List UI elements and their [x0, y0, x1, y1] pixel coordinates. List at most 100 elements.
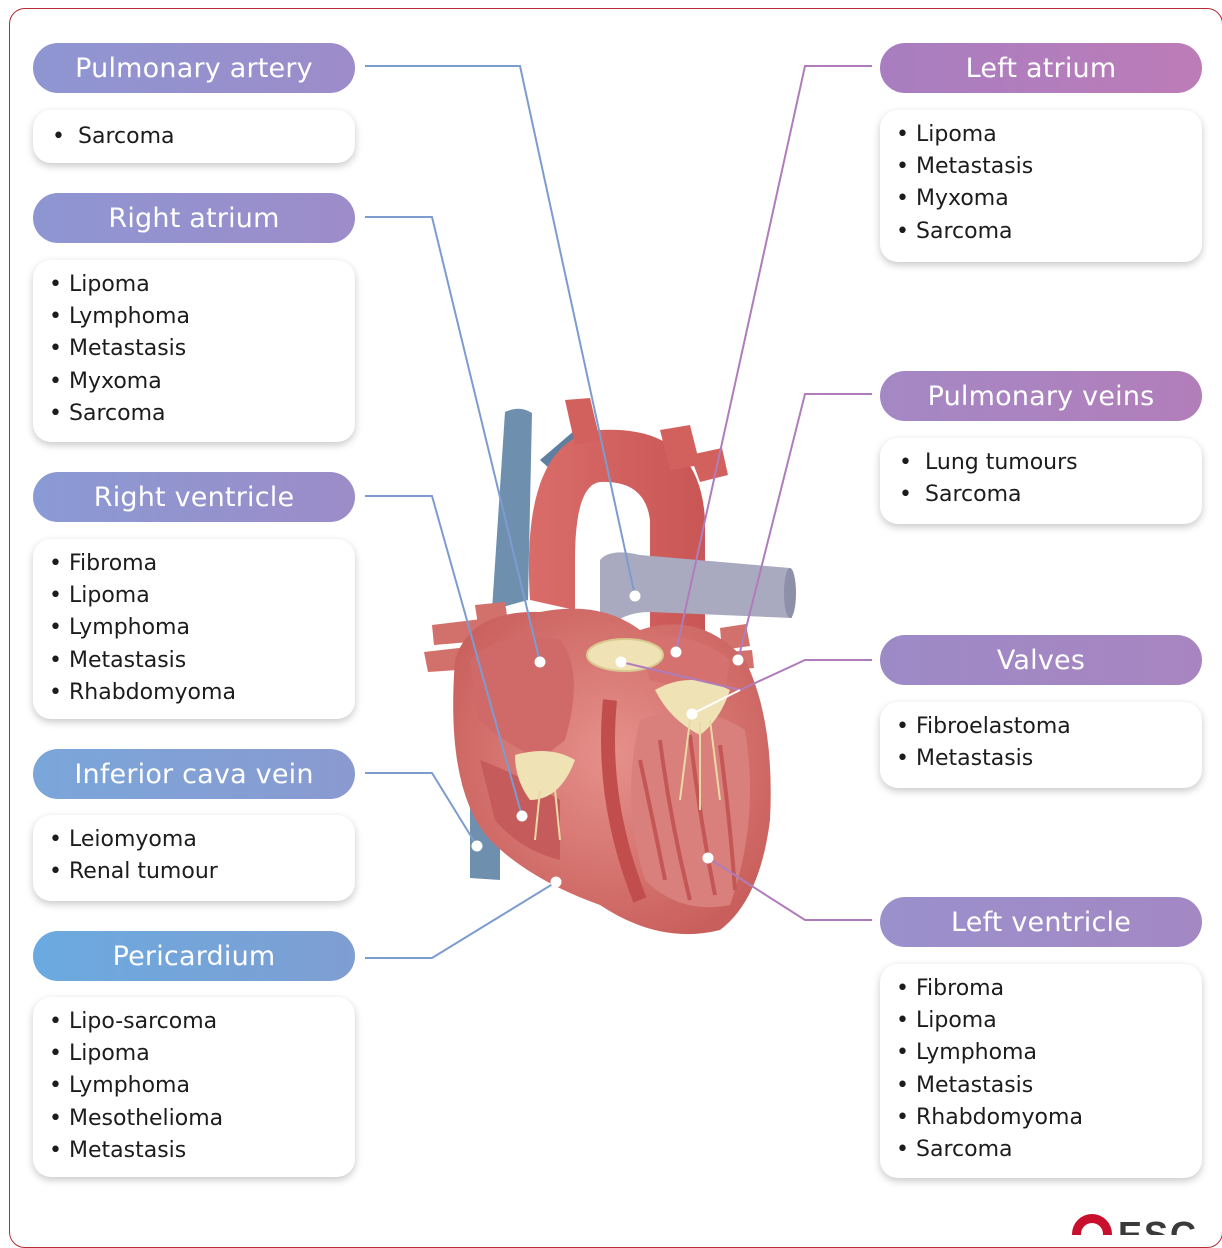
list-right-ventricle: •Fibroma•Lipoma•Lymphoma•Metastasis•Rhab…: [49, 548, 355, 709]
pill-pericardium: Pericardium: [33, 931, 355, 981]
tumour-list-item: •Fibroma: [896, 973, 1202, 1005]
left-atrium-title: Left atrium: [966, 53, 1117, 84]
tumour-list-item: •Metastasis: [896, 1070, 1202, 1102]
tumour-name: Fibroelastoma: [916, 714, 1071, 739]
tumour-name: Lipoma: [69, 583, 150, 608]
tumour-list-item: •Metastasis: [896, 151, 1202, 183]
dot-left-ventricle: [703, 853, 713, 863]
dot-right-atrium: [535, 657, 545, 667]
leader-pulmonary-veins: [738, 394, 872, 660]
leader-pericardium: [365, 882, 556, 958]
tumour-list-item: •Sarcoma: [896, 216, 1202, 248]
tumour-name: Fibroma: [916, 976, 1004, 1001]
list-pulmonary-artery: •Sarcoma: [52, 121, 355, 153]
bullet-icon: •: [49, 1006, 69, 1038]
tumour-list-item: •Mesothelioma: [49, 1103, 355, 1135]
list-right-atrium: •Lipoma•Lymphoma•Metastasis•Myxoma•Sarco…: [49, 269, 355, 430]
bullet-icon: •: [49, 301, 69, 333]
tumour-list-item: •Lipoma: [896, 119, 1202, 151]
dot-left-atrium: [671, 647, 681, 657]
bullet-icon: •: [49, 856, 69, 888]
tumour-name: Metastasis: [916, 746, 1033, 771]
tumour-name: Sarcoma: [916, 219, 1012, 244]
tumour-name: Metastasis: [916, 1073, 1033, 1098]
tumour-list-item: •Metastasis: [49, 1135, 355, 1167]
list-pulmonary-veins: •Lung tumours•Sarcoma: [899, 447, 1202, 511]
tumour-name: Sarcoma: [925, 482, 1021, 507]
tumour-list-item: •Sarcoma: [896, 1134, 1202, 1166]
bullet-icon: •: [896, 743, 916, 775]
bullet-icon: •: [896, 1070, 916, 1102]
bullet-icon: •: [49, 269, 69, 301]
bullet-icon: •: [49, 677, 69, 709]
dot-right-ventricle: [517, 811, 527, 821]
tumour-list-item: •Lung tumours: [899, 447, 1202, 479]
dot-pulmonary-artery: [630, 591, 640, 601]
bullet-icon: •: [896, 1102, 916, 1134]
card-right-ventricle: •Fibroma•Lipoma•Lymphoma•Metastasis•Rhab…: [33, 539, 355, 719]
tumour-list-item: •Lipoma: [896, 1005, 1202, 1037]
tumour-list-item: •Rhabdomyoma: [49, 677, 355, 709]
card-pulmonary-veins: •Lung tumours•Sarcoma: [880, 438, 1202, 524]
bullet-icon: •: [49, 398, 69, 430]
dot-pulmonary-veins: [733, 655, 743, 665]
esc-logo-text: ESC: [1118, 1214, 1198, 1235]
bullet-icon: •: [899, 479, 925, 511]
bullet-icon: •: [896, 711, 916, 743]
list-valves: •Fibroelastoma•Metastasis: [896, 711, 1202, 775]
left-ventricle-title: Left ventricle: [951, 907, 1131, 938]
bullet-icon: •: [896, 973, 916, 1005]
tumour-name: Renal tumour: [69, 859, 218, 884]
list-left-ventricle: •Fibroma•Lipoma•Lymphoma•Metastasis•Rhab…: [896, 973, 1202, 1166]
pill-inferior-cava-vein: Inferior cava vein: [33, 749, 355, 799]
dot-aortic-valve: [616, 657, 626, 667]
tumour-list-item: •Lymphoma: [896, 1037, 1202, 1069]
pericardium-title: Pericardium: [113, 941, 276, 972]
tumour-name: Rhabdomyoma: [69, 680, 236, 705]
bullet-icon: •: [896, 216, 916, 248]
tumour-list-item: •Myxoma: [49, 366, 355, 398]
pill-pulmonary-veins: Pulmonary veins: [880, 371, 1202, 421]
tumour-list-item: •Lipoma: [49, 269, 355, 301]
bullet-icon: •: [49, 580, 69, 612]
card-pericardium: •Lipo-sarcoma•Lipoma•Lymphoma•Mesothelio…: [33, 997, 355, 1177]
pill-left-ventricle: Left ventricle: [880, 897, 1202, 947]
bullet-icon: •: [49, 333, 69, 365]
list-pericardium: •Lipo-sarcoma•Lipoma•Lymphoma•Mesothelio…: [49, 1006, 355, 1167]
dot-pericardium: [551, 877, 561, 887]
tumour-name: Mesothelioma: [69, 1106, 223, 1131]
tumour-name: Myxoma: [916, 186, 1009, 211]
card-left-ventricle: •Fibroma•Lipoma•Lymphoma•Metastasis•Rhab…: [880, 964, 1202, 1178]
dot-inferior-cava-vein: [472, 841, 482, 851]
esc-heart-icon: [1072, 1214, 1112, 1235]
tumour-list-item: •Lipoma: [49, 580, 355, 612]
bullet-icon: •: [49, 645, 69, 677]
card-right-atrium: •Lipoma•Lymphoma•Metastasis•Myxoma•Sarco…: [33, 260, 355, 442]
tumour-list-item: •Myxoma: [896, 183, 1202, 215]
tumour-list-item: •Renal tumour: [49, 856, 355, 888]
bullet-icon: •: [49, 1038, 69, 1070]
tumour-list-item: •Sarcoma: [49, 398, 355, 430]
tumour-name: Myxoma: [69, 369, 162, 394]
tumour-name: Lipoma: [916, 1008, 997, 1033]
tumour-name: Metastasis: [69, 336, 186, 361]
pill-valves: Valves: [880, 635, 1202, 685]
pulmonary-veins-title: Pulmonary veins: [928, 381, 1155, 412]
bullet-icon: •: [896, 151, 916, 183]
pill-right-ventricle: Right ventricle: [33, 472, 355, 522]
tumour-list-item: •Lymphoma: [49, 1070, 355, 1102]
dot-mitral-valve: [687, 709, 697, 719]
tumour-name: Lymphoma: [69, 615, 190, 640]
list-left-atrium: •Lipoma•Metastasis•Myxoma•Sarcoma: [896, 119, 1202, 248]
tumour-name: Lymphoma: [916, 1040, 1037, 1065]
tumour-list-item: •Leiomyoma: [49, 824, 355, 856]
bullet-icon: •: [49, 1070, 69, 1102]
tumour-name: Lipoma: [69, 1041, 150, 1066]
esc-logo: ESC: [1070, 1212, 1220, 1235]
bullet-icon: •: [52, 121, 78, 153]
valves-title: Valves: [997, 645, 1085, 676]
tumour-list-item: •Lymphoma: [49, 612, 355, 644]
tumour-list-item: •Lipo-sarcoma: [49, 1006, 355, 1038]
card-pulmonary-artery: •Sarcoma: [33, 110, 355, 163]
bullet-icon: •: [899, 447, 925, 479]
